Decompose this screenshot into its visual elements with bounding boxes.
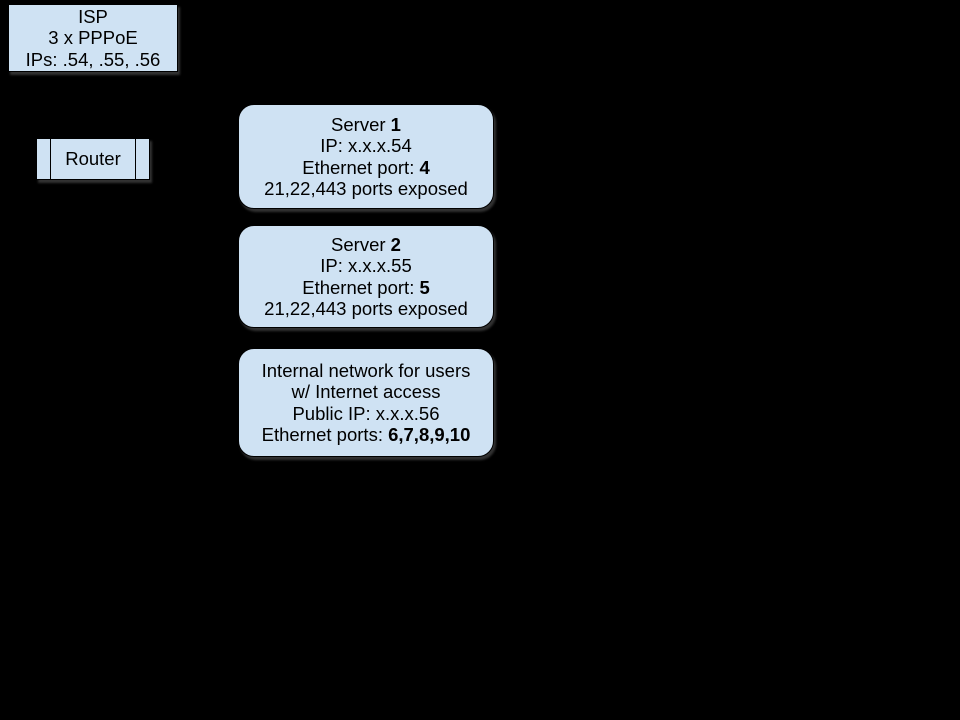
router-label: Router <box>50 139 136 179</box>
text-line: 3 x PPPoE <box>48 27 138 49</box>
text-line: Server 1 <box>331 113 401 135</box>
text-line: IP: x.x.x.54 <box>320 135 412 156</box>
text-line: ISP <box>78 5 108 27</box>
text-line: w/ Internet access <box>291 381 441 402</box>
text-line: Server 2 <box>331 233 401 255</box>
text-line: Public IP: x.x.x.56 <box>292 402 440 424</box>
text-line: Internal network for users <box>261 359 471 381</box>
text-line: Ethernet ports: 6,7,8,9,10 <box>261 424 471 445</box>
router-right-port-cell <box>136 139 149 179</box>
text-line: IPs: .54, .55, .56 <box>25 48 161 70</box>
text-line: Ethernet port: 4 <box>302 156 430 178</box>
text-line: 21,22,443 ports exposed <box>264 298 468 319</box>
router-node: Router <box>36 138 150 180</box>
text-line: 21,22,443 ports exposed <box>264 178 468 199</box>
text-line: IP: x.x.x.55 <box>320 255 412 276</box>
router-left-port-cell <box>37 139 50 179</box>
text-line: Ethernet port: 5 <box>302 276 430 298</box>
